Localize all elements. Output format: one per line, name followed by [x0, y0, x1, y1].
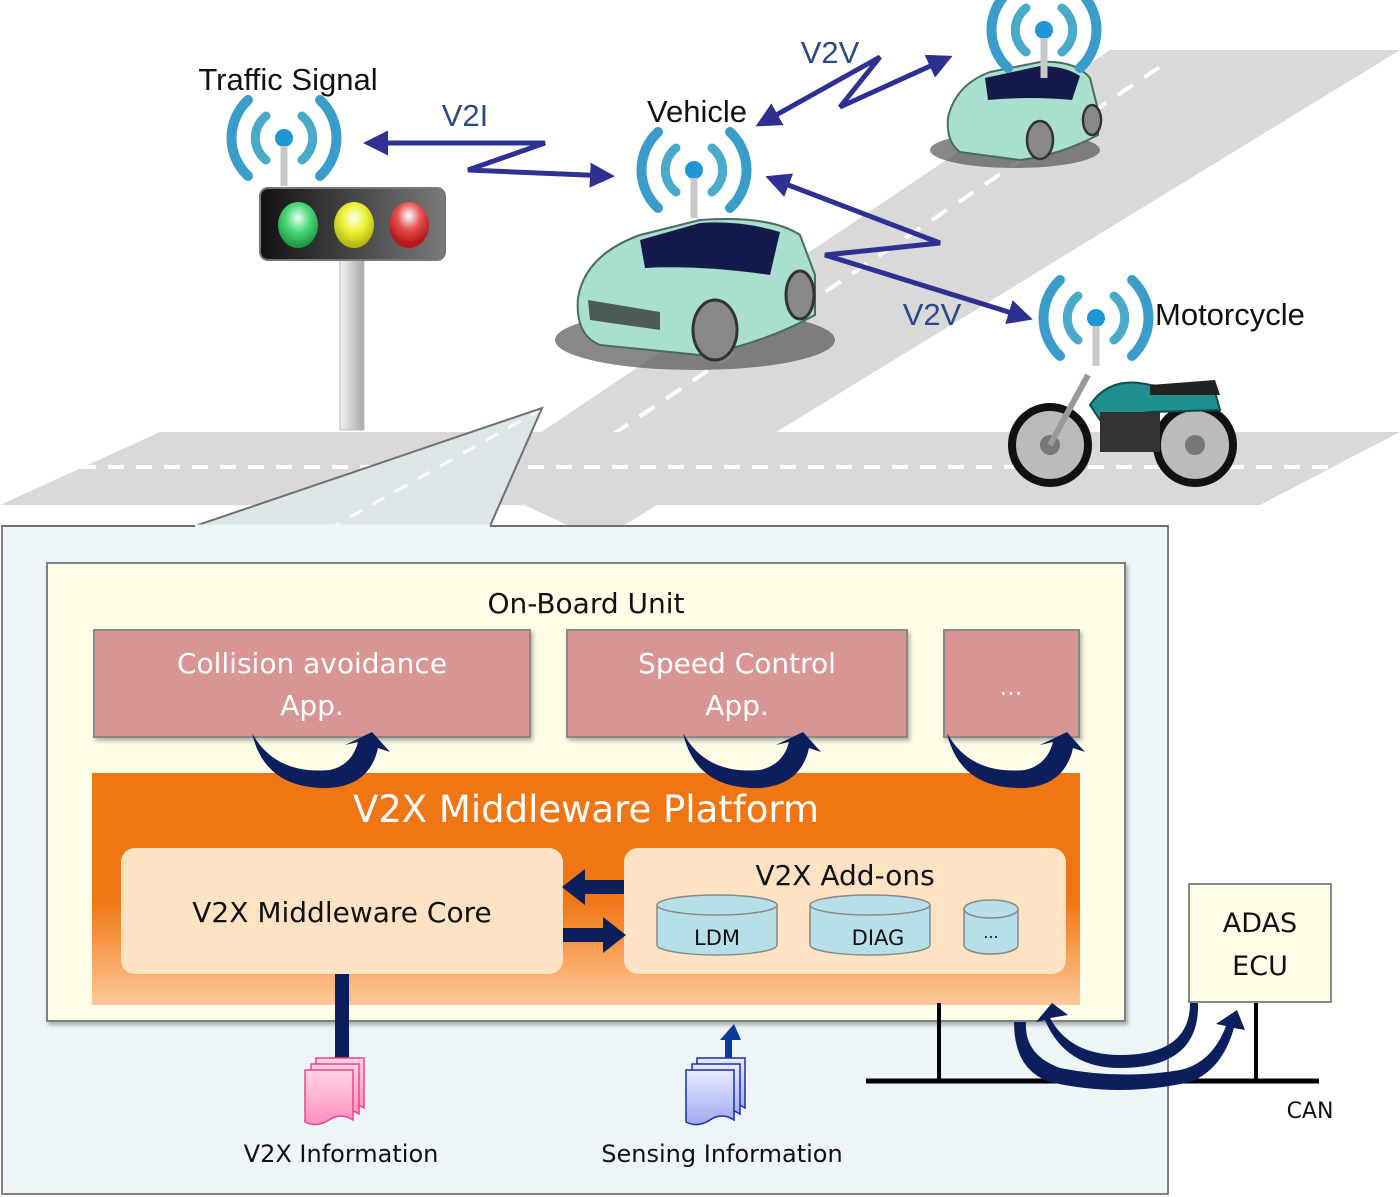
ecu-label-line2: ECU	[1232, 951, 1288, 982]
platform-title: V2X Middleware Platform	[353, 788, 819, 831]
yellow-light-icon	[334, 202, 374, 248]
addon-label: ...	[983, 923, 998, 942]
core-output-bar	[335, 974, 349, 1062]
v2x-information-doc-icon	[304, 1057, 365, 1126]
antenna-icon	[641, 132, 746, 218]
app-speed-control[interactable]: Speed Control App.	[566, 629, 908, 738]
app-platform-curved-arrows	[252, 732, 1085, 789]
v2v-upper-link-arrow	[755, 54, 953, 127]
motorcycle-label: Motorcycle	[1155, 297, 1305, 332]
addon-ldm[interactable]: LDM	[656, 894, 778, 956]
app-more[interactable]: ...	[943, 629, 1080, 738]
app-label-line1: Speed Control	[638, 647, 836, 680]
v2v-lower-link-arrow	[765, 173, 1033, 325]
app-label-line1: Collision avoidance	[177, 647, 447, 680]
addon-more[interactable]: ...	[963, 899, 1019, 955]
curved-arrow-icon	[683, 732, 821, 789]
remote-vehicle	[930, 0, 1103, 168]
v2x-information-label: V2X Information	[244, 1140, 439, 1168]
adas-ecu[interactable]: ADAS ECU	[1188, 883, 1332, 1003]
addon-label: LDM	[694, 926, 740, 950]
arrow-left-icon	[562, 869, 624, 905]
antenna-icon	[1043, 280, 1148, 366]
antenna-icon	[231, 100, 336, 186]
can-label: CAN	[1287, 1099, 1334, 1124]
ecu-label-line1: ADAS	[1223, 908, 1297, 939]
main-vehicle	[555, 132, 835, 370]
curved-arrow-icon	[947, 732, 1085, 789]
curved-arrow-icon	[1036, 1003, 1199, 1068]
arrow-up-icon	[720, 1024, 741, 1060]
addon-label: DIAG	[852, 926, 905, 950]
core-addons-arrows	[562, 869, 626, 953]
addon-diag[interactable]: DIAG	[809, 894, 931, 956]
vehicle-label: Vehicle	[647, 94, 747, 129]
app-label-line2: App.	[705, 689, 769, 722]
app-label-line1: ...	[1000, 673, 1023, 701]
curved-arrow-icon	[252, 732, 390, 789]
app-label-line2: App.	[280, 689, 344, 722]
v2v-upper-label: V2V	[801, 35, 860, 70]
addons-title: V2X Add-ons	[755, 859, 934, 892]
obu-title: On-Board Unit	[487, 587, 684, 620]
antenna-icon	[991, 0, 1096, 78]
middleware-core[interactable]: V2X Middleware Core	[121, 848, 563, 974]
obu-ecu-curved-arrows	[1014, 1003, 1245, 1090]
red-light-icon	[389, 202, 429, 248]
arrow-right-icon	[563, 917, 626, 953]
v2i-link-arrow	[363, 130, 615, 188]
app-collision-avoidance[interactable]: Collision avoidance App.	[93, 629, 531, 738]
traffic-signal	[231, 100, 446, 431]
curved-arrow-icon	[1014, 1010, 1245, 1090]
v2i-label: V2I	[442, 98, 489, 133]
green-light-icon	[278, 202, 318, 248]
sensing-information-doc-icon	[685, 1024, 746, 1126]
core-label: V2X Middleware Core	[192, 896, 491, 929]
traffic-signal-label: Traffic Signal	[198, 62, 377, 97]
motorcycle	[1008, 280, 1237, 487]
sensing-information-label: Sensing Information	[601, 1140, 842, 1168]
v2v-lower-label: V2V	[903, 297, 962, 332]
